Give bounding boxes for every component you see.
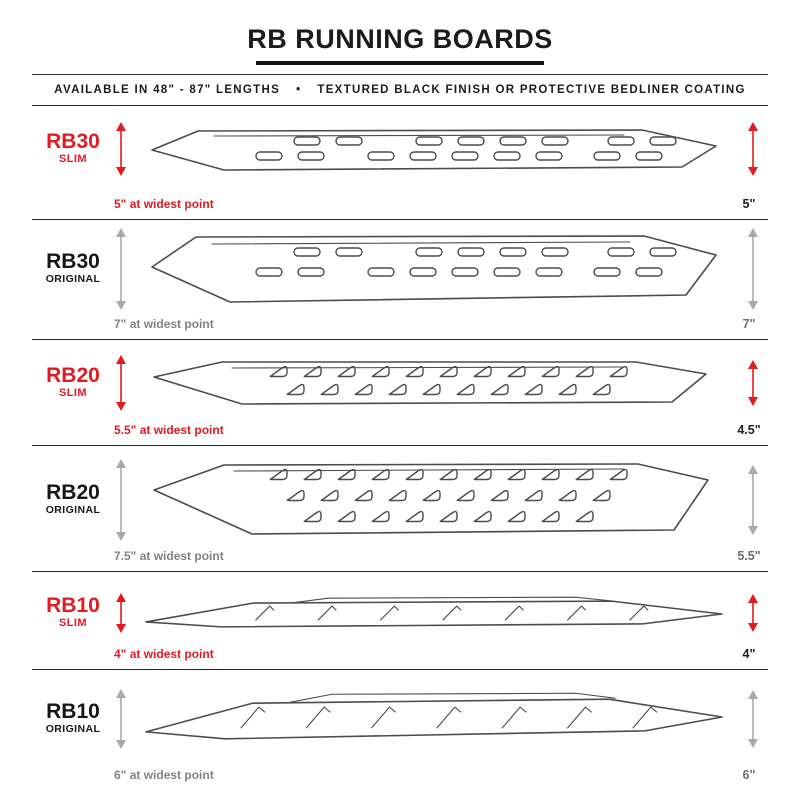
- height-arrow-icon: [746, 593, 760, 638]
- model-name: RB10: [46, 700, 100, 723]
- product-label: RB10 ORIGINAL: [34, 700, 112, 736]
- product-label: RB30 SLIM: [34, 130, 112, 166]
- row-rb20-slim: RB20 SLIM 5.5" at widest point 4.5": [32, 339, 768, 445]
- row-rb10-original: RB10 ORIGINAL 6" at widest point 6": [32, 669, 768, 790]
- width-caption: 4" at widest point: [114, 647, 214, 661]
- row-rb30-slim: RB30 SLIM 5" at widest point 5": [32, 105, 768, 219]
- model-name: RB20: [46, 481, 100, 504]
- subtitle-lengths: AVAILABLE IN 48" - 87" LENGTHS: [54, 84, 281, 96]
- rb30-slim-board-illustration: [142, 120, 726, 178]
- height-caption: 7": [742, 317, 756, 331]
- height-caption: 5.5": [737, 549, 761, 563]
- page-title: RB RUNNING BOARDS: [247, 24, 553, 54]
- widest-point-arrow-icon: [114, 354, 128, 417]
- width-caption: 6" at widest point: [114, 768, 214, 782]
- width-caption: 7.5" at widest point: [114, 549, 224, 563]
- model-name: RB30: [46, 250, 100, 273]
- header: RB RUNNING BOARDS AVAILABLE IN 48" - 87"…: [0, 0, 800, 105]
- product-label: RB20 ORIGINAL: [34, 481, 112, 517]
- width-caption: 7" at widest point: [114, 317, 214, 331]
- height-arrow-icon: [746, 689, 760, 754]
- widest-point-arrow-icon: [114, 227, 128, 316]
- height-arrow-icon: [746, 121, 760, 182]
- widest-point-arrow-icon: [114, 458, 128, 547]
- bullet-separator: •: [296, 84, 302, 96]
- title-underline: [256, 61, 544, 65]
- rb20-original-board-illustration: [142, 454, 726, 546]
- rb30-original-board-illustration: [142, 225, 726, 313]
- widest-point-arrow-icon: [114, 592, 128, 639]
- widest-point-arrow-icon: [114, 688, 128, 755]
- height-arrow-icon: [746, 464, 760, 541]
- subtitle-finish: TEXTURED BLACK FINISH OR PROTECTIVE BEDL…: [317, 84, 746, 96]
- width-caption: 5.5" at widest point: [114, 423, 224, 437]
- widest-point-arrow-icon: [114, 121, 128, 182]
- row-rb10-slim: RB10 SLIM 4" at widest point 4": [32, 571, 768, 669]
- subtitle-rule-top: [32, 74, 768, 75]
- model-name: RB10: [46, 594, 100, 617]
- height-caption: 4": [742, 647, 756, 661]
- subtitle: AVAILABLE IN 48" - 87" LENGTHS • TEXTURE…: [0, 75, 800, 105]
- model-name: RB30: [46, 130, 100, 153]
- height-caption: 6": [742, 768, 756, 782]
- rb10-original-board-illustration: [142, 684, 726, 754]
- product-label: RB30 ORIGINAL: [34, 250, 112, 286]
- row-rb30-original: RB30 ORIGINAL 7" at widest point 7": [32, 219, 768, 339]
- product-rows: RB30 SLIM 5" at widest point 5": [32, 105, 768, 790]
- model-name: RB20: [46, 364, 100, 387]
- width-caption: 5" at widest point: [114, 197, 214, 211]
- height-caption: 5": [742, 197, 756, 211]
- row-rb20-original: RB20 ORIGINAL 7.5" at widest point 5.5": [32, 445, 768, 571]
- variant-name: ORIGINAL: [45, 504, 101, 517]
- height-caption: 4.5": [737, 423, 761, 437]
- height-arrow-icon: [746, 227, 760, 316]
- rb10-slim-board-illustration: [142, 590, 726, 636]
- product-label: RB20 SLIM: [34, 364, 112, 400]
- rb20-slim-board-illustration: [142, 352, 726, 414]
- variant-name: ORIGINAL: [45, 723, 101, 736]
- variant-name: SLIM: [59, 617, 87, 630]
- height-arrow-icon: [746, 359, 760, 412]
- variant-name: SLIM: [59, 153, 87, 166]
- variant-name: SLIM: [59, 387, 87, 400]
- variant-name: ORIGINAL: [45, 273, 101, 286]
- product-label: RB10 SLIM: [34, 594, 112, 630]
